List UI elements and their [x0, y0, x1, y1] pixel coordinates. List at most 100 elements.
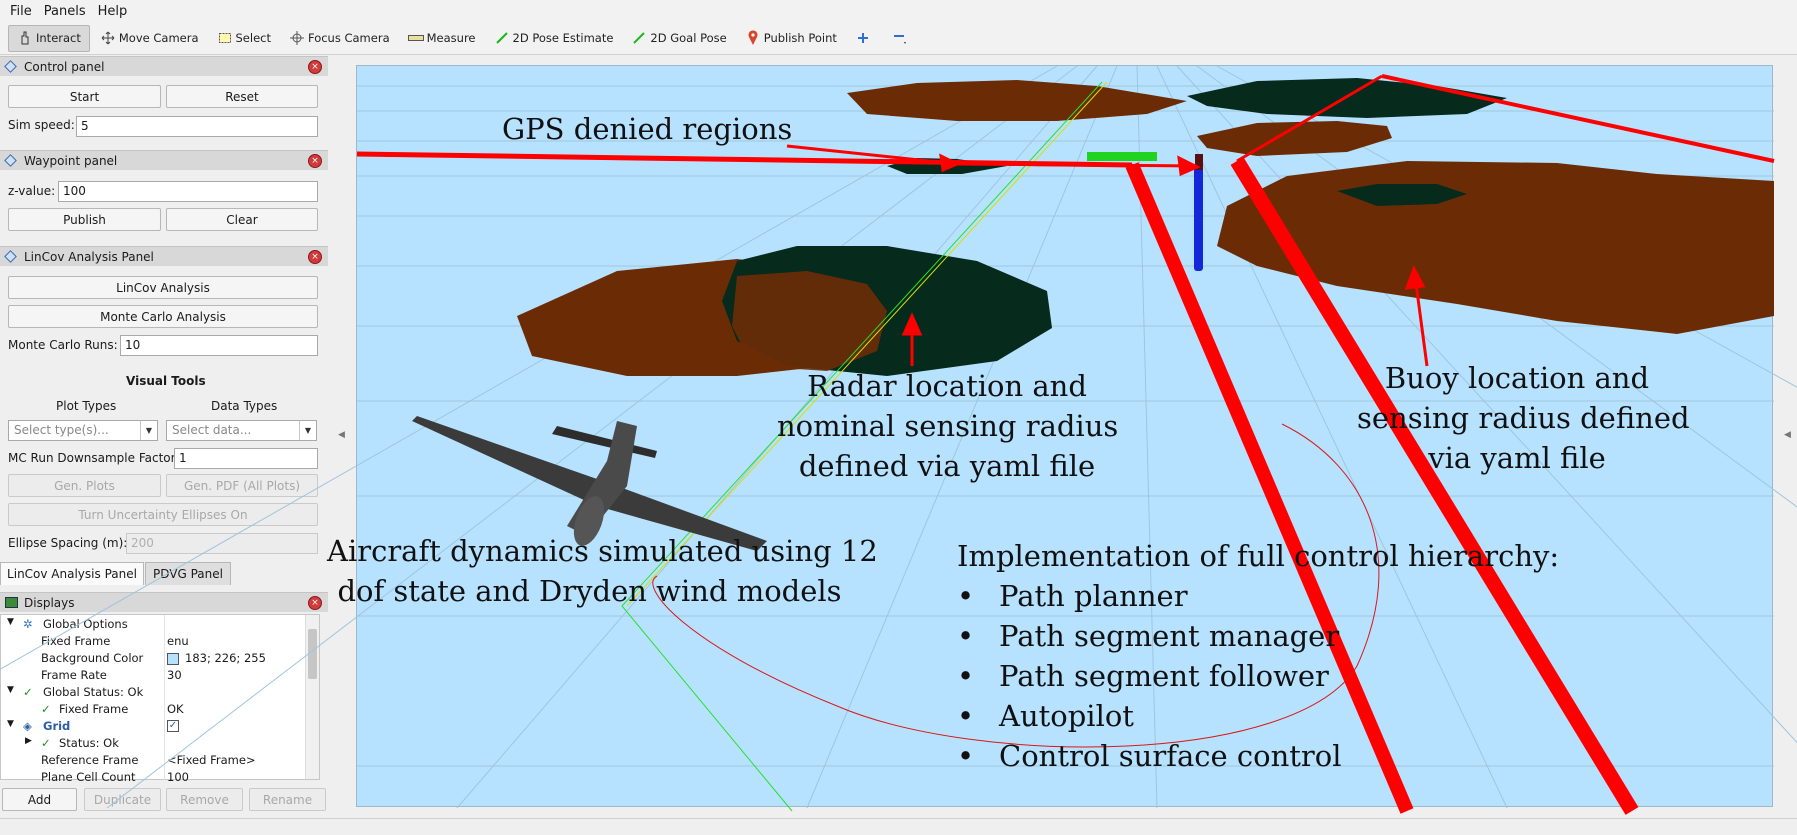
pose-estimate-tool[interactable]: 2D Pose Estimate: [486, 25, 622, 52]
tree-value[interactable]: <Fixed Frame>: [167, 753, 256, 767]
minus-icon: [892, 30, 908, 46]
rename-display-button[interactable]: Rename: [249, 788, 326, 811]
color-swatch[interactable]: [167, 653, 179, 665]
measure-tool[interactable]: Measure: [400, 25, 484, 52]
tree-key: Fixed Frame: [41, 634, 111, 648]
gen-plots-button[interactable]: Gen. Plots: [8, 474, 161, 497]
tree-column-divider: [164, 615, 165, 781]
expand-arrow-icon[interactable]: ▼: [7, 617, 14, 627]
tree-value[interactable]: enu: [167, 634, 189, 648]
tree-value[interactable]: 30: [167, 668, 182, 682]
interact-label: Interact: [36, 31, 81, 45]
expand-arrow-icon[interactable]: ▶: [25, 736, 32, 746]
tree-key: Fixed Frame: [59, 702, 129, 716]
tab-pdvg[interactable]: PDVG Panel: [145, 562, 231, 585]
tree-row[interactable]: ▼ ✲ Global Options: [1, 616, 306, 633]
uncertainty-ellipses-button[interactable]: Turn Uncertainty Ellipses On: [8, 503, 318, 526]
sim-speed-input[interactable]: 5: [76, 116, 318, 137]
remove-tool-button[interactable]: [884, 25, 919, 52]
remove-display-button[interactable]: Remove: [166, 788, 243, 811]
displays-tree[interactable]: ▼ ✲ Global Options Fixed Frame enu Backg…: [0, 614, 320, 784]
grid-eye-icon: ◈: [23, 719, 32, 733]
tree-value[interactable]: 183; 226; 255: [185, 651, 266, 665]
publish-point-tool[interactable]: Publish Point: [737, 25, 845, 52]
gear-icon: ✲: [23, 617, 33, 631]
tab-lincov-analysis[interactable]: LinCov Analysis Panel: [0, 562, 144, 585]
plot-types-label: Plot Types: [56, 399, 117, 413]
select-tool[interactable]: Select: [209, 25, 279, 52]
plot-types-placeholder: Select type(s)...: [14, 423, 109, 437]
hierarchy-item: Path planner: [957, 576, 1559, 616]
check-icon: ✓: [41, 702, 51, 716]
expand-arrow-icon[interactable]: ▼: [7, 719, 14, 729]
move-camera-tool[interactable]: Move Camera: [92, 25, 207, 52]
hierarchy-item: Control surface control: [957, 736, 1559, 776]
expand-arrow-icon[interactable]: ▼: [7, 685, 14, 695]
annotation-arrows: [786, 144, 1429, 367]
close-icon[interactable]: ×: [308, 250, 322, 264]
menu-help[interactable]: Help: [97, 3, 128, 19]
close-icon[interactable]: ×: [308, 596, 322, 610]
reset-button[interactable]: Reset: [166, 85, 318, 108]
duplicate-display-button[interactable]: Duplicate: [84, 788, 161, 811]
collapse-right-arrow-icon[interactable]: ◀: [1784, 430, 1791, 440]
red-path: [1230, 157, 1639, 815]
collapse-left-arrow-icon[interactable]: ◀: [338, 430, 345, 440]
tree-key: Frame Rate: [41, 668, 107, 682]
dropdown-arrow-icon: ▼: [299, 421, 316, 440]
grid-enabled-checkbox[interactable]: ✓: [167, 720, 179, 732]
control-hierarchy-annotation: Implementation of full control hierarchy…: [957, 536, 1559, 776]
tree-row[interactable]: ▼ ✓ Global Status: Ok: [1, 684, 306, 701]
red-path: [1236, 74, 1383, 163]
focus-camera-tool[interactable]: Focus Camera: [281, 25, 398, 52]
scrollbar-thumb[interactable]: [308, 629, 317, 679]
data-types-select[interactable]: Select data... ▼: [166, 420, 317, 441]
plus-icon: [855, 30, 871, 46]
tree-row[interactable]: ▶ ✓ Status: Ok: [1, 735, 306, 752]
panel-diamond-icon: [4, 154, 17, 167]
close-icon[interactable]: ×: [308, 60, 322, 74]
interact-tool[interactable]: Interact: [8, 24, 90, 52]
tree-row[interactable]: Fixed Frame enu: [1, 633, 306, 650]
tree-key: Background Color: [41, 651, 144, 665]
tree-row[interactable]: Background Color 183; 226; 255: [1, 650, 306, 667]
start-button[interactable]: Start: [8, 85, 161, 108]
render-viewport-3d[interactable]: GPS denied regions Radar location and no…: [0, 65, 1797, 815]
tree-row[interactable]: Reference Frame <Fixed Frame>: [1, 752, 306, 769]
add-display-button[interactable]: Add: [2, 788, 77, 811]
control-panel-title: Control panel: [24, 59, 105, 74]
tree-row[interactable]: Frame Rate 30: [1, 667, 306, 684]
tree-scrollbar[interactable]: [305, 615, 319, 779]
displays-header: Displays ×: [0, 592, 328, 612]
panel-tabs: LinCov Analysis Panel PDVG Panel: [0, 562, 330, 586]
add-tool-button[interactable]: [847, 25, 882, 52]
ellipse-spacing-input[interactable]: 200: [126, 533, 318, 554]
monte-carlo-button[interactable]: Monte Carlo Analysis: [8, 305, 318, 328]
left-dock: Control panel × Start Reset Sim speed: 5…: [0, 56, 330, 814]
gen-pdf-button[interactable]: Gen. PDF (All Plots): [166, 474, 318, 497]
goal-pose-tool[interactable]: 2D Goal Pose: [623, 25, 734, 52]
tree-row[interactable]: Plane Cell Count 100: [1, 769, 306, 786]
data-types-label: Data Types: [211, 399, 278, 413]
menu-file[interactable]: File: [10, 3, 32, 19]
planned-path-yellow: [626, 81, 1108, 607]
lincov-panel-title: LinCov Analysis Panel: [24, 249, 154, 264]
plot-types-select[interactable]: Select type(s)... ▼: [8, 420, 158, 441]
mc-runs-input[interactable]: 10: [120, 335, 318, 356]
radar-annotation: Radar location and nominal sensing radiu…: [777, 366, 1118, 486]
lincov-analysis-button[interactable]: LinCov Analysis: [8, 276, 318, 299]
tree-row[interactable]: ▼ ◈ Grid ✓: [1, 718, 306, 735]
tree-value[interactable]: 100: [167, 770, 189, 784]
tree-key: Reference Frame: [41, 753, 139, 767]
downsample-input[interactable]: 1: [174, 448, 318, 469]
check-icon: ✓: [41, 736, 51, 750]
menu-panels[interactable]: Panels: [43, 3, 86, 19]
publish-button[interactable]: Publish: [8, 208, 161, 231]
hand-cursor-icon: [17, 30, 33, 46]
z-value-input[interactable]: 100: [58, 181, 318, 202]
buoy-annotation: Buoy location and sensing radius defined…: [1357, 358, 1690, 478]
axis-z-blue: [1194, 166, 1203, 271]
tree-row[interactable]: ✓ Fixed Frame OK: [1, 701, 306, 718]
close-icon[interactable]: ×: [308, 154, 322, 168]
clear-button[interactable]: Clear: [166, 208, 318, 231]
